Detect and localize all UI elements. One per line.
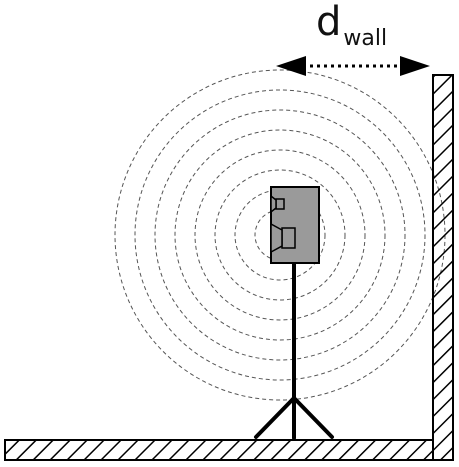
woofer-cone [270,222,283,254]
arrowhead-right-icon [400,56,430,76]
arrowhead-left-icon [276,56,306,76]
wave-ring-7 [134,89,426,381]
distance-label-main: d [316,0,342,45]
speaker-icon [270,186,320,264]
woofer-box [281,227,296,249]
distance-label: dwall [316,0,387,50]
tweeter-cone [270,194,277,214]
floor [4,439,434,461]
wave-ring-6 [154,109,406,361]
wave-ring-5 [174,129,386,341]
wall [432,74,454,461]
distance-label-subscript: wall [343,26,388,51]
tripod-stand [254,261,334,440]
wave-ring-3 [214,169,346,301]
tripod-leg-left [254,396,296,439]
sound-waves [114,69,446,401]
tweeter-box [275,198,285,210]
wave-ring-4 [194,149,366,321]
tripod-leg-right [292,396,334,439]
distance-arrow [276,56,430,76]
